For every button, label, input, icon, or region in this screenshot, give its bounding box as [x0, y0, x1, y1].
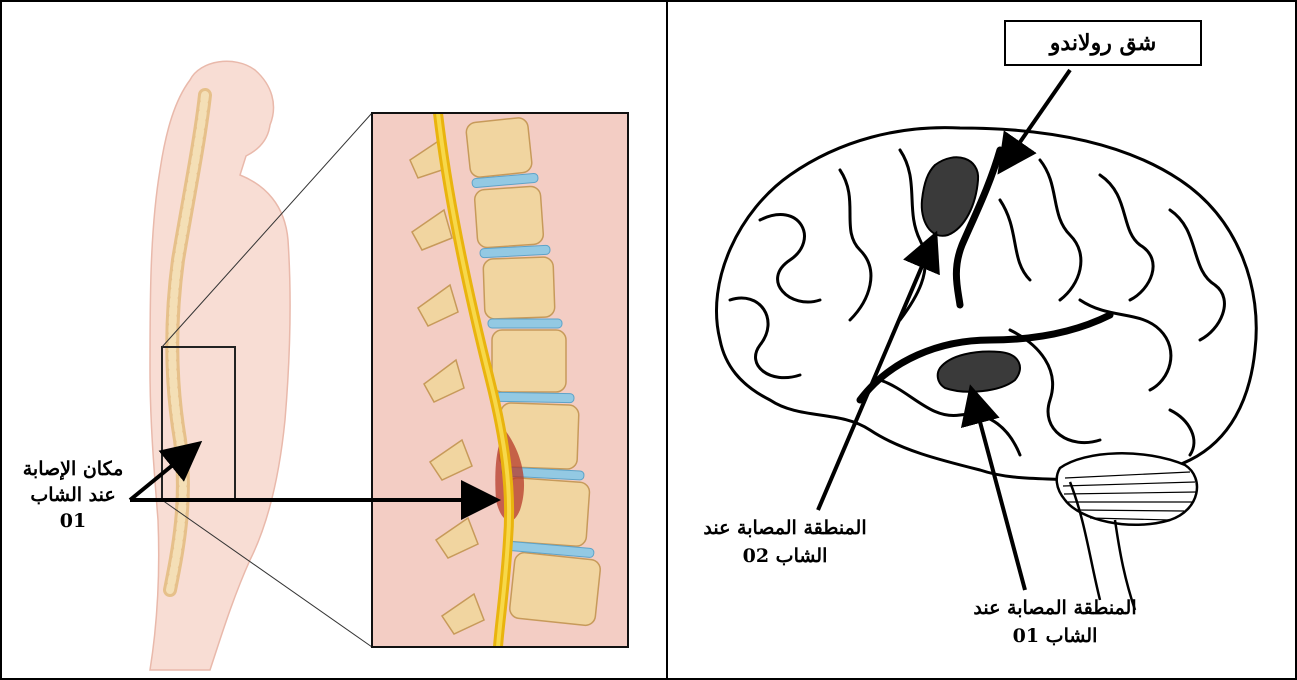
- rolando-label-box: شق رولاندو: [1004, 20, 1202, 66]
- area2-line2: الشاب 02: [680, 542, 890, 570]
- injury-label-line1: مكان الإصابة: [6, 456, 140, 482]
- rolando-label: شق رولاندو: [1050, 30, 1157, 56]
- injury-location-label: مكان الإصابة عند الشاب 01: [6, 456, 140, 534]
- injury-label-line2: عند الشاب: [6, 482, 140, 508]
- affected-area-01-label: المنطقة المصابة عند الشاب 01: [950, 594, 1160, 650]
- cerebellum: [1057, 453, 1197, 524]
- area1-line2: الشاب 01: [950, 622, 1160, 650]
- affected-area-02-label: المنطقة المصابة عند الشاب 02: [680, 514, 890, 570]
- area2-line1: المنطقة المصابة عند: [680, 514, 890, 542]
- injury-label-line3: 01: [6, 508, 140, 534]
- zoomed-spine-view: [372, 113, 628, 647]
- area1-line1: المنطقة المصابة عند: [950, 594, 1160, 622]
